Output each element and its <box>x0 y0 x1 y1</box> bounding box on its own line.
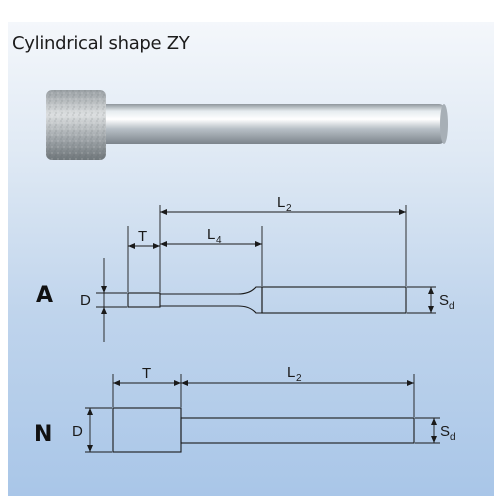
tool-shank <box>100 104 445 144</box>
dim-n-l2-subscript: 2 <box>296 373 302 384</box>
variant-n-drawing: N T L 2 D S d <box>34 364 456 453</box>
dim-sd-subscript: d <box>449 301 455 312</box>
variant-a-head <box>127 292 161 308</box>
variant-a-label: A <box>36 283 53 308</box>
dim-n-l2-label: L <box>287 364 295 381</box>
dim-l2-label: L <box>277 194 285 211</box>
variant-n-label: N <box>34 422 52 447</box>
dim-l4-subscript: 4 <box>216 235 222 246</box>
dim-n-sd-subscript: d <box>450 432 456 443</box>
dim-l2-subscript: 2 <box>286 203 292 214</box>
variant-n-head <box>112 407 182 453</box>
diagram-title: Cylindrical shape ZY <box>12 33 190 54</box>
dim-n-sd-label: S <box>440 423 450 440</box>
variant-a-neck <box>160 286 262 295</box>
dim-d-label: D <box>80 292 91 309</box>
dim-l4-label: L <box>207 226 215 243</box>
dim-n-t-label: T <box>142 365 151 382</box>
tool-photo <box>46 90 448 160</box>
dim-t-label: T <box>138 228 147 245</box>
variant-n-shank <box>180 417 415 444</box>
variant-a-shank <box>261 286 407 314</box>
dim-sd-label: S <box>439 292 449 309</box>
variant-a-drawing: A T L 4 L 2 D S d <box>36 194 455 342</box>
dim-n-d-label: D <box>72 423 83 440</box>
